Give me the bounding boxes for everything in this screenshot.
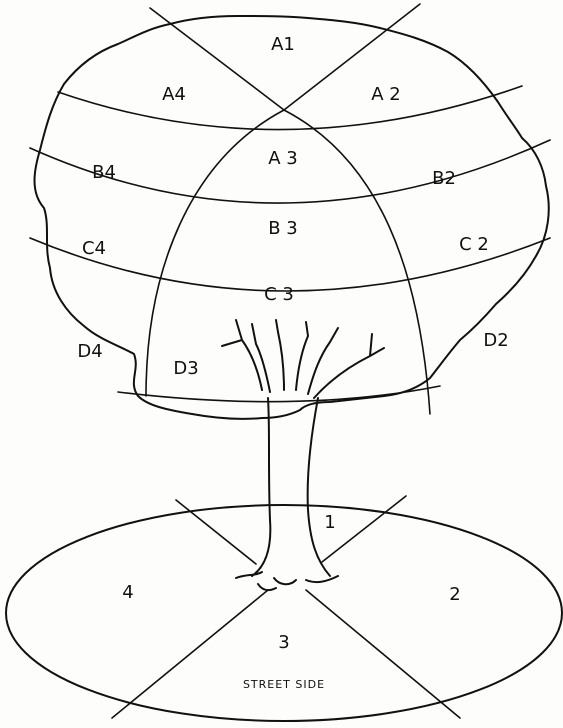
- ground-zone-label-1: 1: [324, 512, 335, 533]
- zone-label-a3: A 3: [268, 148, 298, 169]
- zone-label-a2: A 2: [371, 84, 401, 105]
- ground-zone-label-3: 3: [278, 632, 289, 653]
- ground-zone-label-4: 4: [122, 582, 133, 603]
- zone-label-d3: D3: [173, 358, 198, 379]
- ground-zone-label-2: 2: [449, 584, 460, 605]
- zone-label-b4: B4: [92, 162, 116, 183]
- zone-label-a1: A1: [271, 34, 295, 55]
- zone-label-d4: D4: [77, 341, 102, 362]
- zone-label-a4: A4: [162, 84, 186, 105]
- zone-label-b3: B 3: [268, 218, 298, 239]
- zone-label-c2: C 2: [459, 234, 489, 255]
- zone-label-c4: C4: [82, 238, 106, 259]
- zone-label-d2: D2: [483, 330, 508, 351]
- zone-label-b2: B2: [432, 168, 456, 189]
- zone-label-c3: C 3: [264, 284, 294, 305]
- street-side-label: STREET SIDE: [243, 678, 325, 691]
